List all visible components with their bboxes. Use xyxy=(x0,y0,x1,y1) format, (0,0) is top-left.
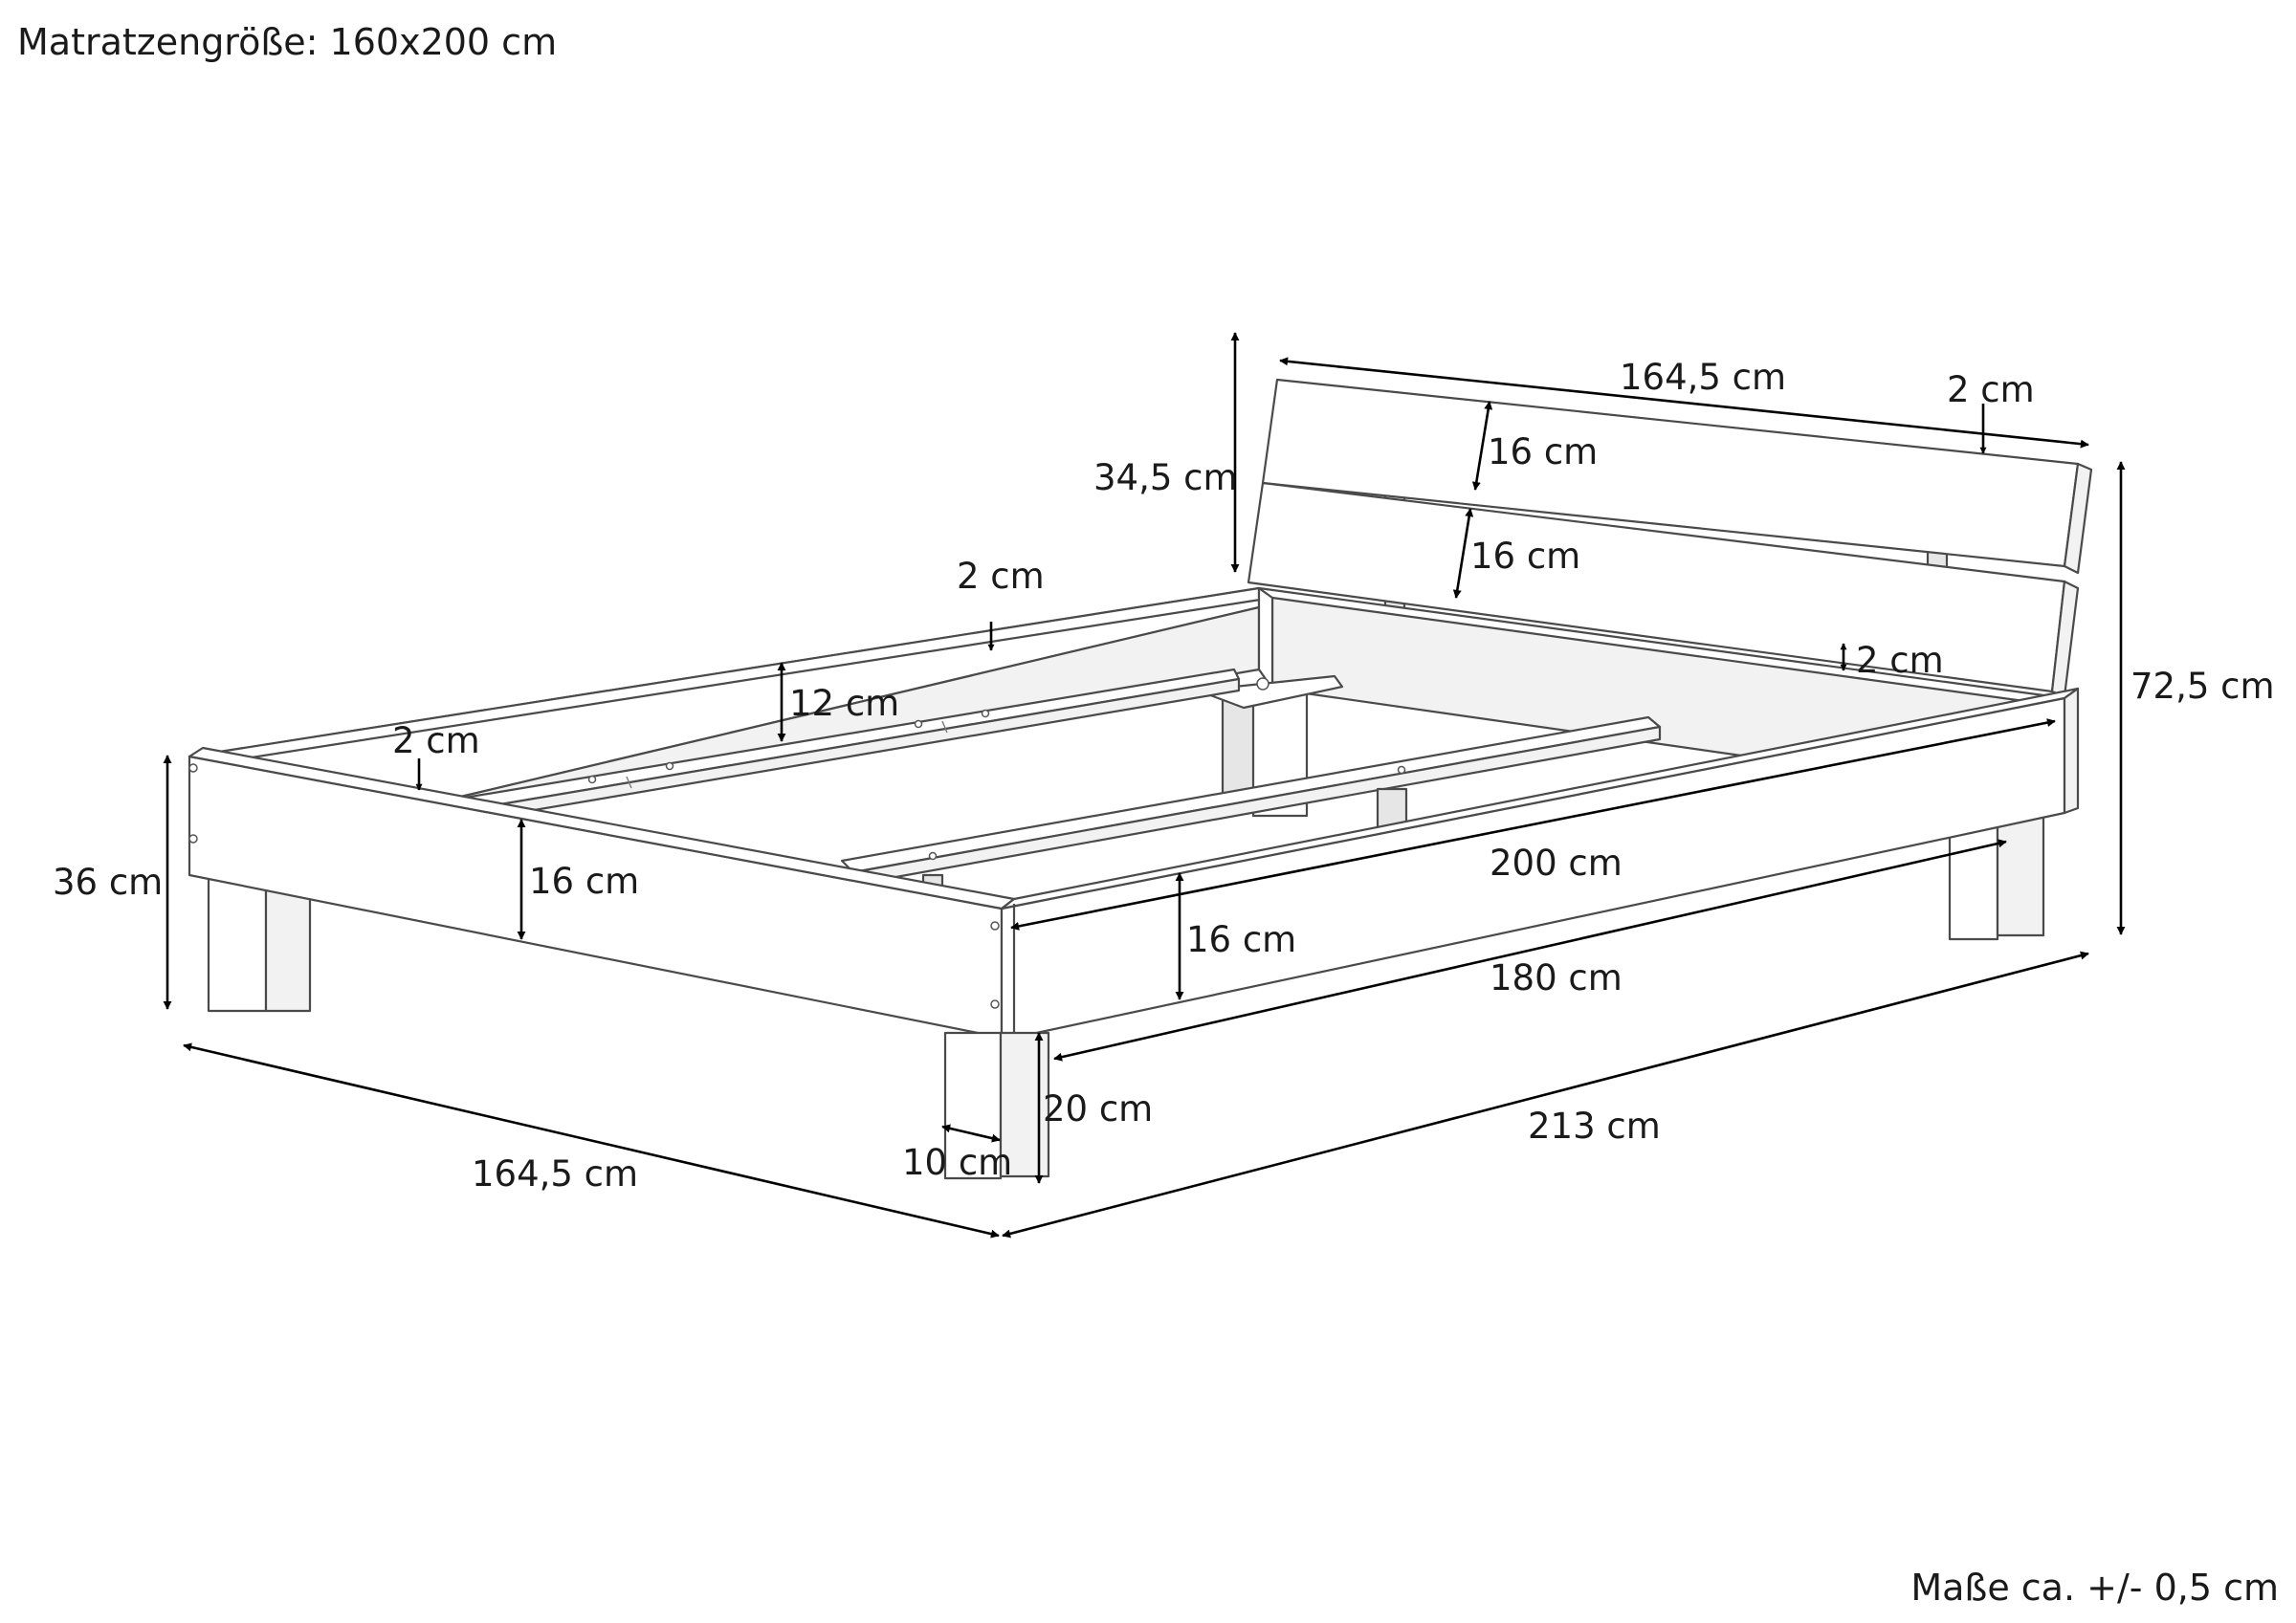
label-total-length: 213 cm xyxy=(1528,1106,1661,1147)
label-side-frame-height: 16 cm xyxy=(1186,919,1296,960)
label-headboard-width: 164,5 cm xyxy=(1620,357,1786,398)
label-headboard-height: 34,5 cm xyxy=(1093,457,1238,498)
label-inner-length: 200 cm xyxy=(1490,843,1623,884)
label-bed-height: 36 cm xyxy=(53,862,163,903)
dim-leg-width-line xyxy=(941,1124,1001,1143)
label-side-length: 180 cm xyxy=(1490,957,1623,998)
label-total-height: 72,5 cm xyxy=(2130,666,2275,707)
label-headboard-gap: 2 cm xyxy=(1856,640,1944,681)
dim-lower-board-line xyxy=(1452,508,1474,599)
label-back-frame-height: 12 cm xyxy=(789,683,899,724)
label-front-frame-thickness: 2 cm xyxy=(392,720,480,761)
label-leg-width: 10 cm xyxy=(902,1142,1012,1183)
label-headboard-board-upper: 16 cm xyxy=(1488,431,1598,472)
label-headboard-board-lower: 16 cm xyxy=(1470,536,1580,577)
mattress-size-title: Matratzengröße: 160x200 cm xyxy=(17,21,558,63)
dimension-labels: 164,5 cm 2 cm 16 cm 16 cm 34,5 cm 2 cm 7… xyxy=(53,357,2275,1195)
tolerance-note: Maße ca. +/- 0,5 cm xyxy=(1910,1567,2279,1609)
label-leg-height: 20 cm xyxy=(1043,1088,1153,1130)
label-back-frame-thickness: 2 cm xyxy=(957,556,1045,597)
dim-total-length-line xyxy=(1002,951,2089,1239)
bed-illustration xyxy=(188,378,2093,1180)
label-front-frame-height: 16 cm xyxy=(529,861,639,902)
dim-upper-board-line xyxy=(1471,401,1493,491)
right-side-frame xyxy=(1257,586,2066,757)
label-total-width: 164,5 cm xyxy=(472,1153,638,1195)
dim-headboard-width-line xyxy=(1279,357,2089,449)
dim-total-width-line xyxy=(183,1042,1000,1239)
dimension-lines xyxy=(163,332,2126,1239)
label-headboard-thickness: 2 cm xyxy=(1947,369,2035,410)
